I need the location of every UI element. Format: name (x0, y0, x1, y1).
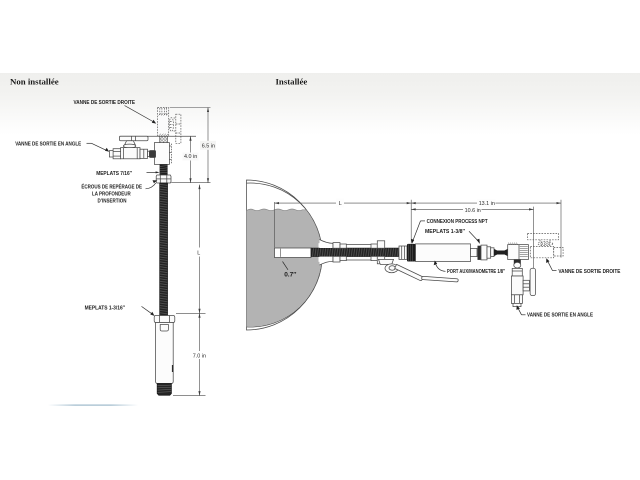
svg-text:MEPLATS 7/16″: MEPLATS 7/16″ (96, 171, 132, 177)
svg-text:13.1 in: 13.1 in (479, 201, 495, 207)
svg-text:MEPLATS 1-3/16″: MEPLATS 1-3/16″ (85, 305, 126, 311)
svg-text:10.6 in: 10.6 in (465, 208, 481, 214)
svg-text:CONNEXION PROCESS NPT: CONNEXION PROCESS NPT (427, 219, 489, 225)
svg-text:L: L (339, 201, 342, 207)
svg-text:ÉCROUS DE REPÉRAGE DE: ÉCROUS DE REPÉRAGE DE (81, 182, 142, 190)
svg-text:VANNE DE SORTIE DROITE: VANNE DE SORTIE DROITE (74, 100, 136, 106)
svg-text:LA PROFONDEUR: LA PROFONDEUR (92, 191, 131, 197)
svg-text:Non installée: Non installée (10, 77, 59, 87)
svg-text:4.0 in: 4.0 in (184, 154, 197, 160)
svg-text:6.5 in: 6.5 in (202, 143, 215, 149)
svg-text:VANNE DE SORTIE DROITE: VANNE DE SORTIE DROITE (558, 269, 620, 275)
svg-text:7.0 in: 7.0 in (193, 353, 206, 359)
svg-text:0.7″: 0.7″ (284, 271, 296, 278)
svg-text:L: L (197, 251, 200, 257)
svg-text:PORT AUX/MANOMETRE 1/8″: PORT AUX/MANOMETRE 1/8″ (447, 269, 505, 275)
svg-text:Installée: Installée (276, 77, 308, 87)
svg-text:D’INSERTION: D’INSERTION (98, 198, 127, 204)
svg-text:VANNE DE SORTIE EN ANGLE: VANNE DE SORTIE EN ANGLE (527, 313, 593, 319)
svg-text:MEPLATS 1-3/8″: MEPLATS 1-3/8″ (425, 229, 465, 235)
svg-text:VANNE DE SORTIE EN ANGLE: VANNE DE SORTIE EN ANGLE (15, 141, 81, 147)
